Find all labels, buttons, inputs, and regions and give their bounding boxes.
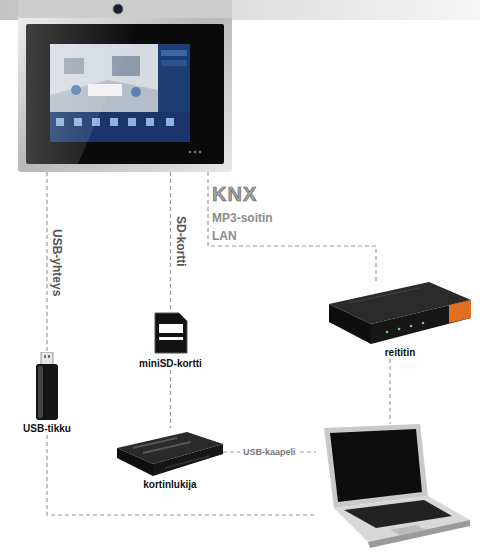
touch-panel [18, 0, 232, 172]
minisd-card-art [153, 311, 189, 355]
dashed-connector [208, 172, 376, 282]
usb-stick: USB-tikku [20, 352, 74, 435]
dashed-connector [170, 172, 171, 311]
card-reader-art [117, 428, 223, 476]
minisd-card: miniSD-kortti [136, 311, 205, 370]
connection-label: SD-kortti [174, 216, 188, 267]
connection-label: USB-kaapeli [240, 445, 299, 459]
top-strip [0, 0, 480, 20]
dashed-connector [170, 370, 171, 428]
device-label: reititin [329, 346, 471, 359]
laptop [316, 424, 470, 548]
dashed-connector [389, 359, 390, 424]
touch-panel-art [18, 0, 232, 172]
router: reititin [329, 282, 471, 359]
device-label: kortinlukija [117, 478, 223, 491]
knx-rule [208, 206, 300, 207]
usb-stick-art [33, 352, 61, 420]
feature-label: MP3-soitin [212, 211, 273, 225]
network-label: LAN [212, 229, 237, 243]
dashed-connector [46, 172, 47, 352]
protocol-label: KNX [212, 183, 257, 205]
card-reader: kortinlukija [117, 428, 223, 491]
mp3-rule [208, 226, 300, 227]
device-label: miniSD-kortti [136, 357, 205, 370]
device-label: USB-tikku [20, 422, 74, 435]
laptop-art [316, 424, 470, 548]
connection-label: USB-yhteys [50, 229, 64, 296]
router-art [329, 282, 471, 344]
